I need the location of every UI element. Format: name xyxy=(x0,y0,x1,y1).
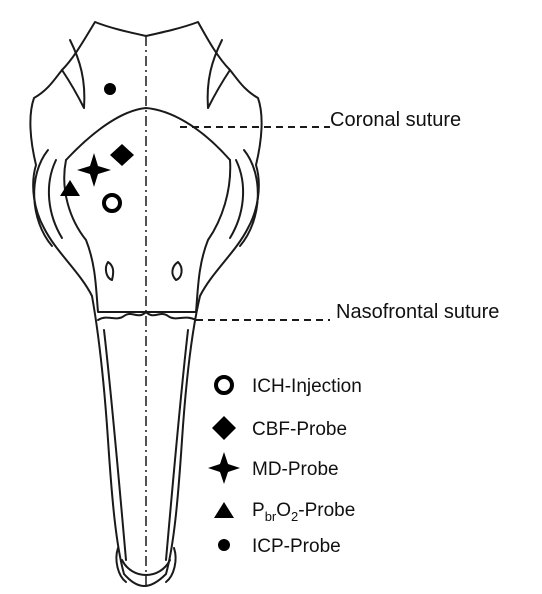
cbf-probe-legend-icon xyxy=(212,416,236,440)
coronal-suture-label: Coronal suture xyxy=(330,109,461,131)
pbro2-probe-legend-icon xyxy=(214,502,234,518)
right-orbit-inner xyxy=(230,160,243,238)
left-orbit-inner xyxy=(49,160,62,238)
cbf-probe-marker xyxy=(110,144,134,166)
nasofrontal-suture-label: Nasofrontal suture xyxy=(336,301,499,323)
icp-probe-legend-label: ICP-Probe xyxy=(252,536,341,557)
legend: ICH-Injection CBF-Probe MD-Probe PbrO2-P… xyxy=(208,376,362,557)
nasofrontal-line xyxy=(98,312,196,320)
md-probe-legend-icon xyxy=(208,452,240,484)
ich-injection-legend-icon xyxy=(216,377,232,393)
left-foramen xyxy=(106,262,113,280)
md-probe-marker xyxy=(77,153,111,187)
snout-right-inner xyxy=(166,330,188,560)
coronal-curve xyxy=(66,108,230,160)
right-foramen xyxy=(172,262,181,280)
md-probe-legend-label: MD-Probe xyxy=(252,459,339,480)
icp-probe-marker xyxy=(104,83,116,95)
ich-injection-legend-label: ICH-Injection xyxy=(252,376,362,397)
ich-injection-marker xyxy=(104,195,120,211)
pbro2-probe-marker xyxy=(60,180,80,196)
right-horn xyxy=(208,40,230,108)
pbro2-probe-legend-label: PbrO2-Probe xyxy=(252,500,355,524)
left-horn xyxy=(62,40,84,108)
icp-probe-legend-icon xyxy=(218,539,230,551)
cbf-probe-legend-label: CBF-Probe xyxy=(252,419,347,440)
